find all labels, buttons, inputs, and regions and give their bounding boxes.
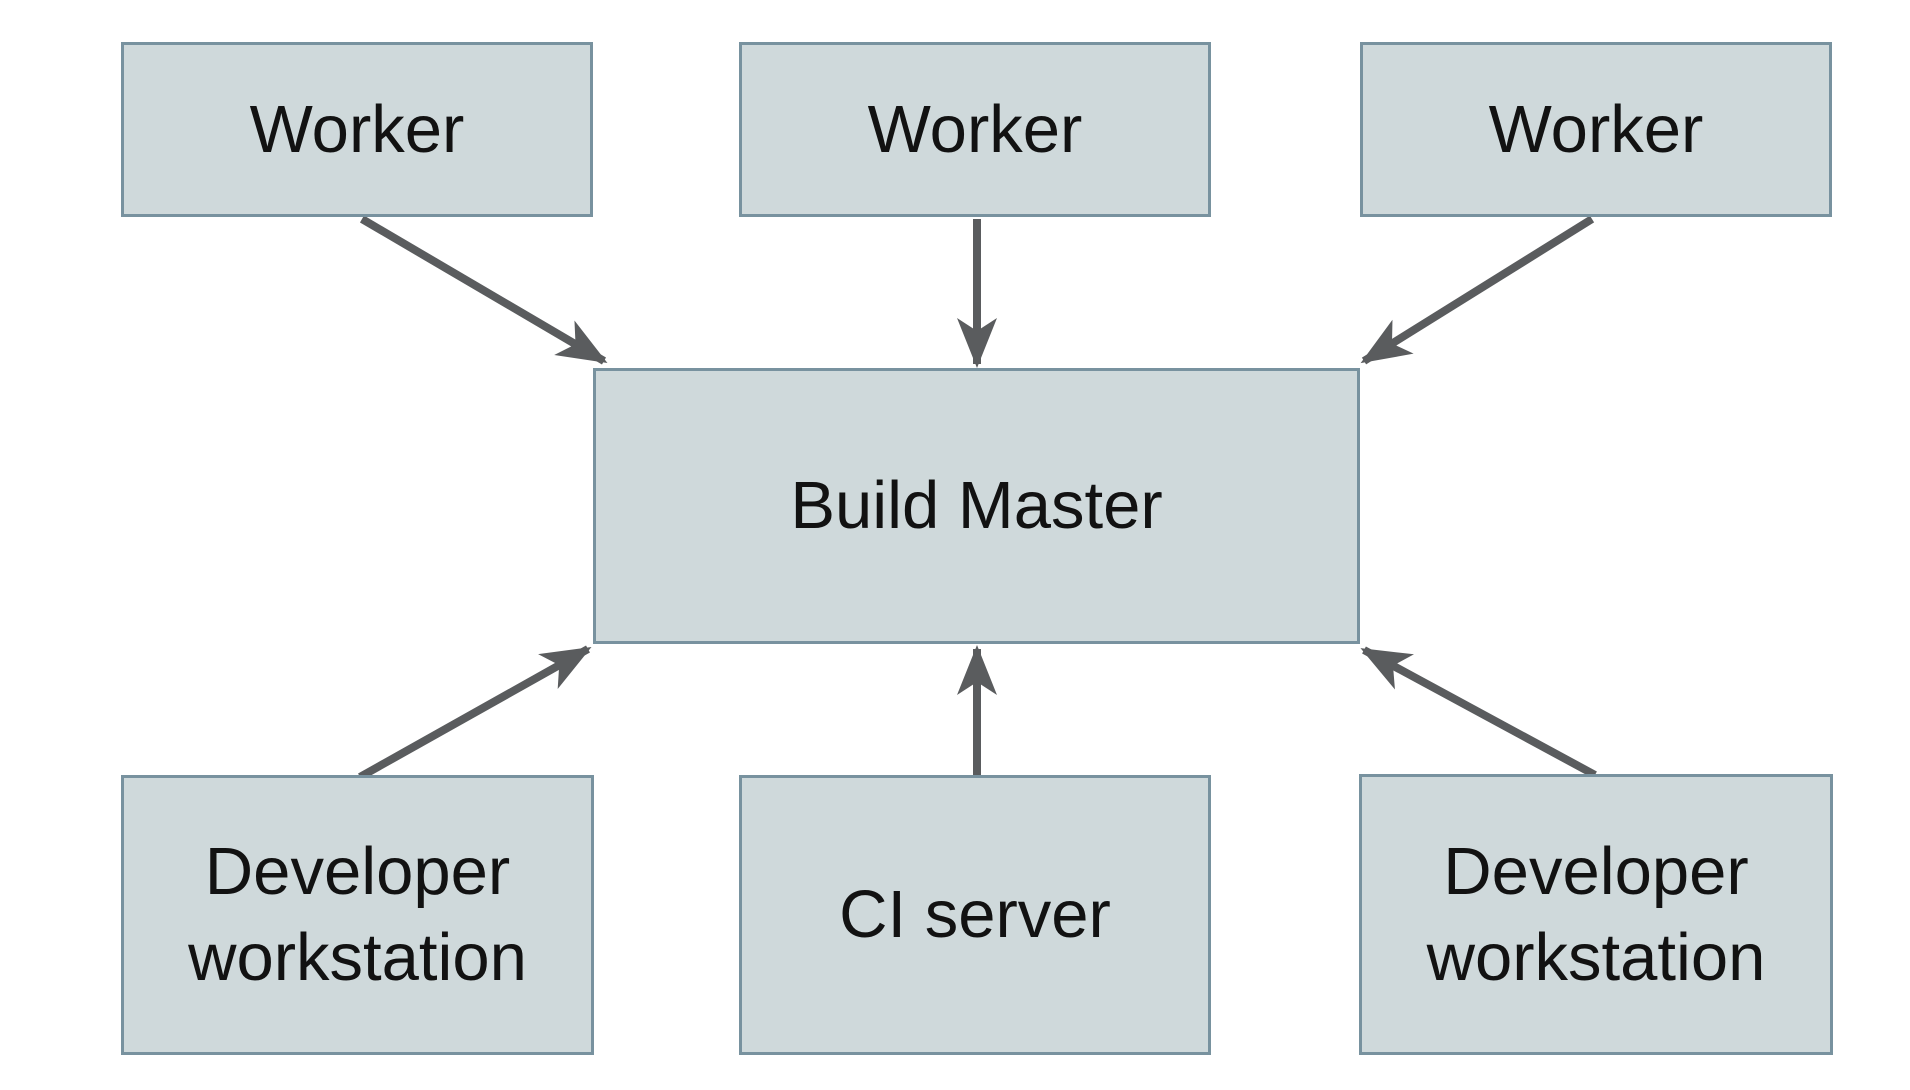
node-worker-3: Worker xyxy=(1360,42,1832,217)
node-build-master-label: Build Master xyxy=(790,468,1163,544)
node-worker-3-label: Worker xyxy=(1488,91,1704,167)
arrow-worker-3-to-build-master xyxy=(1360,215,1595,365)
node-ci-server-label: CI server xyxy=(839,877,1111,953)
node-developer-workstation-1: Developer workstation xyxy=(121,775,594,1055)
node-build-master: Build Master xyxy=(593,368,1360,644)
node-worker-1-label: Worker xyxy=(249,91,465,167)
arrow-developer-workstation-2-to-build-master xyxy=(1360,646,1597,779)
arrow-worker-1-to-build-master xyxy=(359,215,608,365)
arrow-developer-workstation-1-to-build-master xyxy=(358,645,592,781)
node-worker-2-label: Worker xyxy=(867,91,1083,167)
node-developer-workstation-1-label: Developer workstation xyxy=(188,834,527,995)
node-developer-workstation-2-label: Developer workstation xyxy=(1426,833,1766,995)
node-ci-server: CI server xyxy=(739,775,1211,1055)
node-worker-2: Worker xyxy=(739,42,1211,217)
node-worker-1: Worker xyxy=(121,42,593,217)
node-developer-workstation-2: Developer workstation xyxy=(1359,774,1833,1055)
